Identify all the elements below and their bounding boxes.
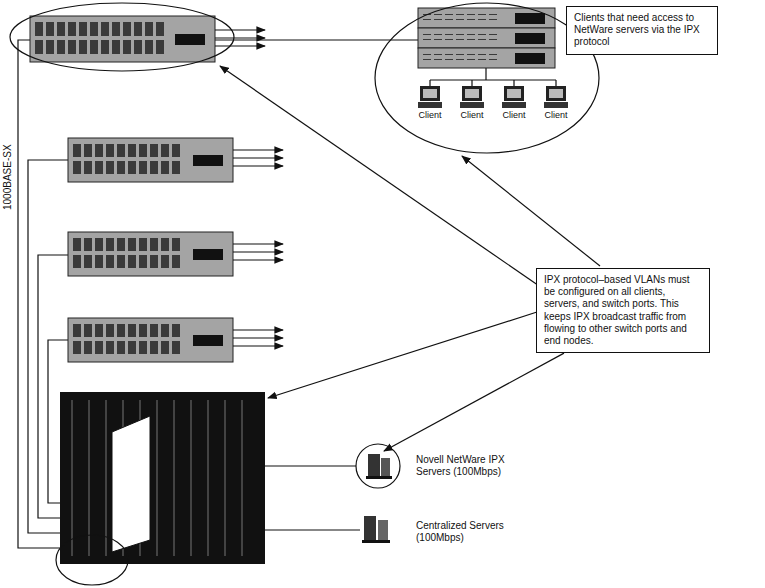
node-text: Client: [412, 110, 448, 121]
switch-unit: [418, 48, 555, 68]
switch-link: [215, 39, 418, 40]
connectors: [384, 353, 564, 451]
switch-unit: [68, 318, 233, 362]
node-text: Client: [496, 110, 532, 121]
server-link: [265, 465, 356, 466]
uplink-wire: [18, 40, 62, 548]
node-text: Client: [454, 110, 490, 121]
switch-unit: [68, 138, 233, 182]
client-bus: [430, 68, 556, 86]
highlight-ellipses: [10, 3, 599, 585]
client-label: Client: [538, 110, 574, 121]
client-label: Client: [496, 110, 532, 121]
node-text: Centralized Servers (100Mbps): [416, 520, 528, 544]
switch-unit: [30, 16, 215, 62]
client-pc: [460, 86, 484, 108]
switches: [30, 8, 555, 362]
node-text: Clients that need access to NetWare serv…: [574, 12, 710, 49]
chassis-switch: [60, 392, 265, 564]
client-computers: [418, 86, 568, 108]
client-pc: [502, 86, 526, 108]
node-text: Novell NetWare IPX Servers (100Mbps): [416, 454, 528, 478]
connector-arrow: [384, 353, 564, 451]
server-node: Novell NetWare IPX Servers (100Mbps): [352, 452, 528, 480]
client-pc: [544, 86, 568, 108]
client-label: Client: [412, 110, 448, 121]
server-node: Centralized Servers (100Mbps): [352, 518, 528, 546]
switch-unit: [418, 28, 555, 48]
callout-box: IPX protocol–based VLANs must be configu…: [536, 268, 710, 353]
server-icons: [362, 454, 392, 543]
node-text: IPX protocol–based VLANs must be configu…: [544, 274, 702, 347]
callout-box: Clients that need access to NetWare serv…: [566, 6, 718, 55]
node-text: Client: [538, 110, 574, 121]
client-pc: [418, 86, 442, 108]
link-type-label: 1000BASE-SX: [2, 142, 13, 212]
server-link: [265, 529, 360, 530]
port-arrows: [215, 30, 283, 346]
switch-unit: [68, 232, 233, 276]
client-label: Client: [454, 110, 490, 121]
